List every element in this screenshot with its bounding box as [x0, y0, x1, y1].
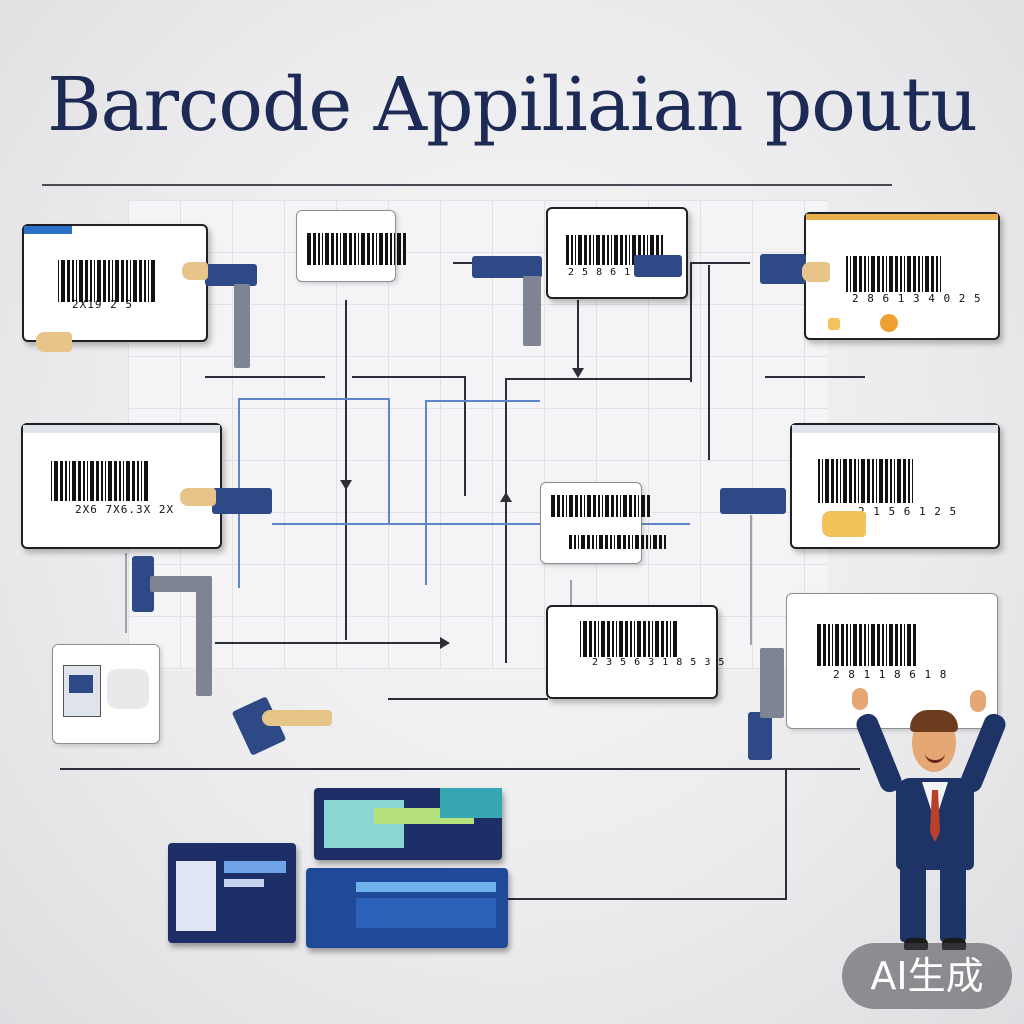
hand-icon — [180, 488, 216, 506]
barcode-number: 2X19 2 5 — [72, 298, 133, 311]
hand-icon — [262, 710, 332, 726]
barcode-card-top-right: 2 8 6 1 3 4 0 2 5 — [804, 212, 1000, 340]
barcode-card-bottom-right: 2 8 1 1 8 6 1 8 — [786, 593, 998, 729]
barcode-card-top-center-right: 2 5 8 6 1 3 5 — [546, 207, 688, 299]
barcode-card-bottom-center: 2 3 5 6 3 1 8 5 3 5 — [546, 605, 724, 699]
barcode-number: 2 8 1 1 8 6 1 8 — [833, 668, 948, 681]
barcode-icon — [566, 235, 665, 265]
barcode-card-mid-right: 2 1 5 6 1 2 5 — [790, 423, 1000, 549]
barcode-card-mid-center — [540, 482, 666, 564]
card-status-dot — [880, 314, 898, 332]
barcode-card-mid-left: 2X6 7X6.3X 2X — [21, 423, 222, 549]
barcode-icon — [817, 624, 918, 666]
barcode-icon — [818, 459, 915, 503]
barcode-icon — [580, 621, 679, 657]
computer-terminal-icon — [314, 788, 502, 860]
barcode-icon — [51, 461, 150, 501]
hand-icon — [36, 332, 72, 352]
computer-terminal-icon — [168, 843, 296, 943]
barcode-number: 2 8 6 1 3 4 0 2 5 — [852, 292, 982, 305]
barcode-card-top-center-left — [296, 210, 406, 282]
card-status-dot — [828, 318, 840, 330]
barcode-icon — [58, 260, 157, 302]
page-title: Barcode Appiliaian poutu — [47, 62, 978, 148]
computer-terminal-icon — [306, 868, 508, 948]
barcode-icon — [551, 495, 652, 517]
ai-generated-badge: AI生成 — [842, 943, 1012, 1009]
barcode-number: 2 3 5 6 3 1 8 5 3 5 — [592, 657, 726, 668]
scanner-device-card — [52, 644, 160, 744]
hand-icon — [822, 511, 866, 537]
hand-icon — [802, 262, 830, 282]
barcode-number: 2 5 8 6 1 3 5 — [568, 267, 660, 278]
barcode-card-top-left: 2X19 2 5 — [22, 224, 208, 342]
barcode-icon — [846, 256, 943, 292]
hand-icon — [182, 262, 208, 280]
title-divider — [42, 184, 892, 186]
barcode-icon — [569, 535, 668, 549]
barcode-icon — [307, 233, 408, 265]
barcode-number: 2 1 5 6 1 2 5 — [858, 505, 958, 518]
barcode-number: 2X6 7X6.3X 2X — [75, 503, 175, 516]
